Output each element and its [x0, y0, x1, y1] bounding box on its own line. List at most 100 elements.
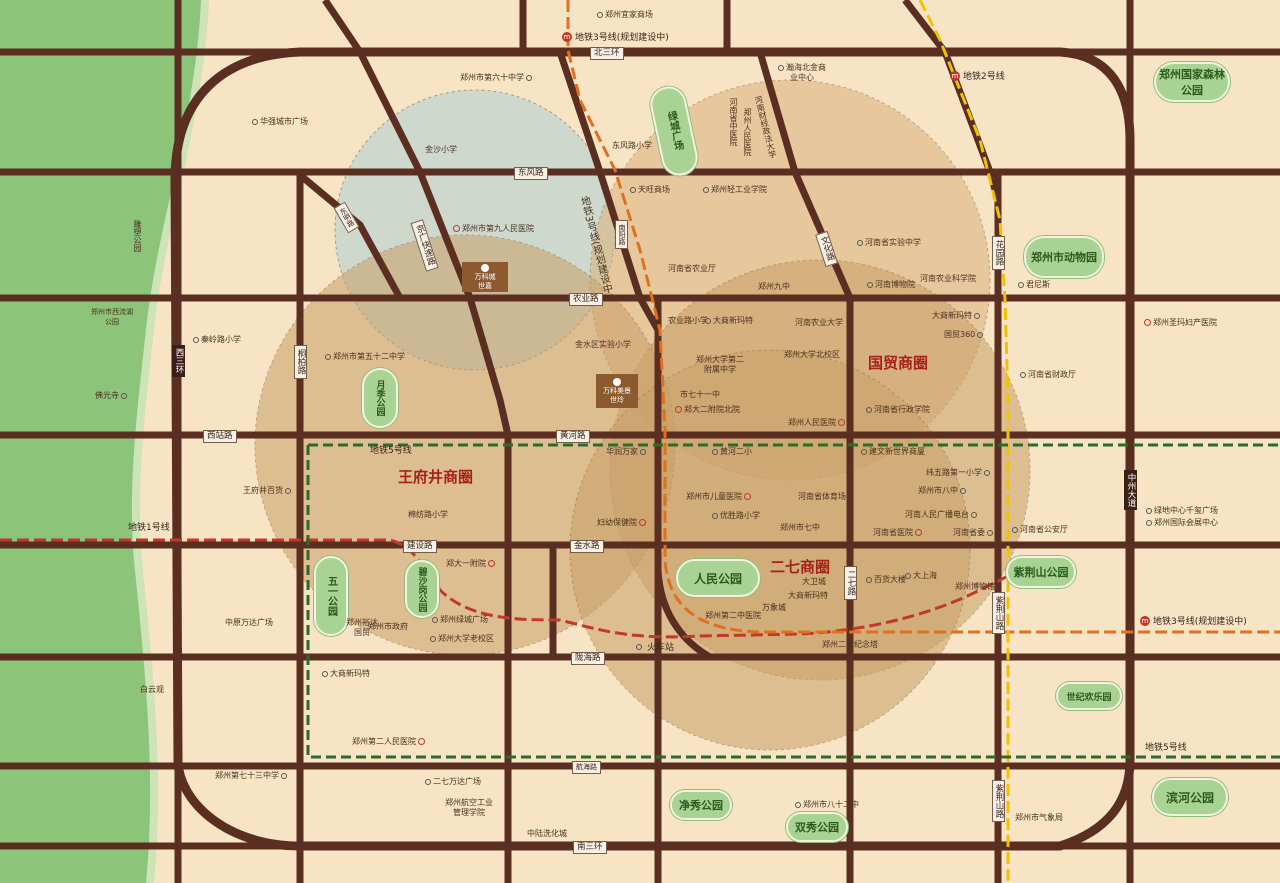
poi[interactable]: 郑州市第六十中学	[460, 73, 534, 83]
poi[interactable]: 大商新玛特	[932, 311, 982, 321]
poi[interactable]: 郑州第七十三中学	[215, 771, 289, 781]
poi[interactable]: 河南省委	[953, 528, 995, 538]
poi[interactable]: 大商新玛特	[788, 591, 828, 601]
poi-label: 河南省行政学院	[874, 405, 930, 414]
poi[interactable]: 郑州航空工业管理学院	[443, 798, 495, 818]
poi[interactable]: 河南省实验中学	[857, 238, 921, 248]
poi[interactable]: 郑州市八中	[918, 486, 968, 496]
poi[interactable]: 郑州第二人民医院	[352, 737, 427, 747]
poi[interactable]: 农业路小学	[668, 316, 708, 326]
poi[interactable]: 二七万达广场	[425, 777, 481, 787]
poi-label: 河南省公安厅	[1020, 525, 1068, 534]
poi[interactable]: 河南人民广播电台	[905, 510, 979, 520]
poi[interactable]: 中陆洗化城	[527, 829, 567, 839]
poi[interactable]: 郑大二附院北院	[675, 405, 740, 415]
poi[interactable]: 郑州大学第二附属中学	[695, 355, 745, 375]
poi[interactable]: 郑州人民医院	[788, 418, 847, 428]
poi[interactable]: 大卫城	[802, 577, 826, 587]
park-renmin[interactable]: 人民公园	[676, 559, 760, 597]
poi[interactable]: 郑州国际会展中心	[1146, 518, 1218, 528]
park-zoo[interactable]: 郑州市动物园	[1024, 236, 1104, 278]
park-wuyi[interactable]: 五一公园	[314, 556, 348, 636]
poi-dot-icon	[425, 778, 431, 785]
poi[interactable]: 金水区实验小学	[575, 340, 631, 350]
park-binhe[interactable]: 滨河公园	[1152, 778, 1228, 816]
poi[interactable]: 河南农业大学	[795, 318, 843, 328]
park-shuangxiu[interactable]: 双秀公园	[786, 812, 848, 842]
poi[interactable]: 棉纺路小学	[408, 510, 448, 520]
poi[interactable]: 郑州轻工业学院	[703, 185, 767, 195]
poi[interactable]: 郑州大学北校区	[784, 350, 840, 360]
poi[interactable]: 郑州市七中	[780, 523, 820, 533]
poi[interactable]: 郑州博物馆	[955, 582, 995, 592]
park-bisha[interactable]: 碧沙岗公园	[405, 560, 439, 618]
poi[interactable]: 郑州市政府	[368, 622, 408, 632]
poi[interactable]: 建文新世界商厦	[861, 447, 925, 457]
poi[interactable]: 郑州大学老校区	[430, 634, 494, 644]
poi[interactable]: 河南省医院	[873, 528, 924, 538]
poi[interactable]: 绿地中心千玺广场	[1146, 506, 1218, 516]
poi[interactable]: 白云观	[140, 685, 164, 695]
poi[interactable]: 黄河二小	[712, 447, 752, 457]
poi[interactable]: 河南农业科学院	[920, 274, 976, 284]
poi[interactable]: 王府井百货	[243, 486, 293, 496]
poi[interactable]: 郑州市儿童医院	[686, 492, 753, 502]
poi[interactable]: 东风路小学	[612, 141, 652, 151]
poi[interactable]: 郑州第二中医院	[705, 611, 761, 621]
poi[interactable]: 国贸360	[944, 330, 985, 340]
poi[interactable]: 郑州绿城广场	[432, 615, 488, 625]
poi[interactable]: 河南省农业厅	[668, 264, 716, 274]
poi[interactable]: 中原万达广场	[225, 618, 273, 628]
poi[interactable]: 郑州市八十二中	[795, 800, 859, 810]
poi[interactable]: 市七十一中	[680, 390, 720, 400]
park-diaosu[interactable]: 雕塑公园	[133, 220, 142, 252]
poi[interactable]: 河南省体育场	[798, 492, 846, 502]
poi-dot-icon	[121, 392, 127, 399]
poi[interactable]: 万象城	[762, 603, 786, 613]
poi[interactable]: 金沙小学	[425, 145, 457, 155]
poi[interactable]: 大商新玛特	[322, 669, 370, 679]
poi[interactable]: 瀚海北金商业中心	[778, 63, 826, 83]
park-yueji[interactable]: 月季公园	[362, 368, 398, 428]
park-shiji[interactable]: 世纪欢乐园	[1056, 682, 1122, 710]
poi[interactable]: 华强城市广场	[252, 117, 308, 127]
poi[interactable]: 郑州市西流湖公园	[90, 307, 134, 327]
poi[interactable]: 百货大楼	[866, 575, 906, 585]
poi[interactable]: 妇幼保健院	[597, 518, 648, 528]
poi[interactable]: 天旺商场	[630, 185, 670, 195]
poi-label: 妇幼保健院	[597, 518, 637, 527]
poi[interactable]: 郑州九中	[758, 282, 790, 292]
poi[interactable]: 大商新玛特	[705, 316, 753, 326]
poi-label: 东风路小学	[612, 141, 652, 150]
poi-label: 郑州大学第二附属中学	[696, 355, 744, 374]
poi-vertical[interactable]: 郑州人民医院	[743, 108, 752, 156]
poi[interactable]: 华润万家	[606, 447, 648, 457]
poi[interactable]: 郑州市第五十二中学	[325, 352, 405, 362]
project-shijia[interactable]: 万科城 世嘉	[462, 262, 508, 292]
project-meijing[interactable]: 万科美景 世玲	[596, 374, 638, 408]
poi[interactable]: 郑州市第九人民医院	[453, 224, 534, 234]
poi[interactable]: 郑州圣玛妇产医院	[1144, 318, 1217, 328]
poi[interactable]: 郑州宜家商场	[597, 10, 653, 20]
poi[interactable]: 优胜路小学	[712, 511, 760, 521]
poi[interactable]: 河南省公安厅	[1012, 525, 1068, 535]
poi[interactable]: 秦岭路小学	[193, 335, 241, 345]
poi[interactable]: 佛光寺	[95, 391, 129, 401]
poi[interactable]: 君尼斯	[1018, 280, 1050, 290]
station-huochezhan-label: 火车站	[647, 643, 675, 653]
poi[interactable]: 河南省行政学院	[866, 405, 930, 415]
station-huochezhan[interactable]: 火车站	[636, 640, 674, 653]
poi[interactable]: 郑州二七纪念塔	[822, 640, 878, 650]
park-jingxiu[interactable]: 净秀公园	[670, 790, 732, 820]
poi[interactable]: 郑州裕达国贸	[345, 618, 379, 638]
park-zijingshan[interactable]: 紫荆山公园	[1006, 556, 1076, 588]
poi[interactable]: 纬五路第一小学	[926, 468, 992, 478]
poi[interactable]: 郑州市气象局	[1015, 813, 1063, 823]
park-forest[interactable]: 郑州国家森林公园	[1154, 62, 1230, 102]
poi[interactable]: 河南省财政厅	[1020, 370, 1076, 380]
poi[interactable]: 河南博物院	[867, 280, 915, 290]
poi[interactable]: 大上海	[905, 571, 937, 581]
poi[interactable]: 郑大一附院	[446, 559, 497, 569]
poi-vertical[interactable]: 河南省中医院	[729, 98, 738, 146]
